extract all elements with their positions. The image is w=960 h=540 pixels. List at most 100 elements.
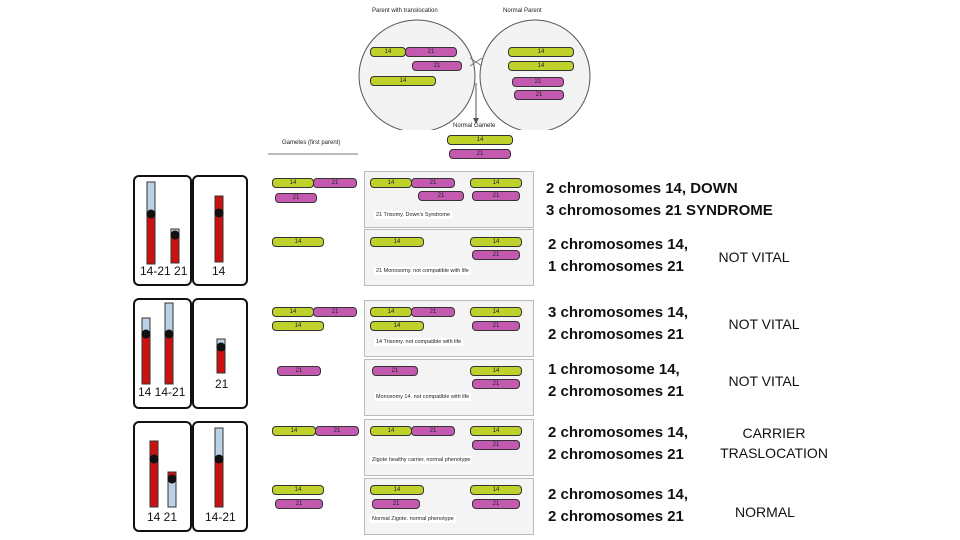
description-line: 2 chromosomes 14, <box>548 424 689 441</box>
chromosome-21: 21 <box>275 193 317 203</box>
chromosome-14: 14 <box>470 237 522 247</box>
karyotype-chromosomes <box>141 302 226 385</box>
chromosome-21: 21 <box>512 77 564 87</box>
parent-translocation-label: Parent with translocation <box>372 8 438 14</box>
chromosome-14: 14 <box>272 426 316 436</box>
chromosome-21: 21 <box>313 307 357 317</box>
chromosome-14: 14 <box>508 61 574 71</box>
normal-gamete-label: Normal Gamete <box>453 123 496 129</box>
chromosome-21: 21 <box>472 321 520 331</box>
outcome-line: NOT VITAL <box>728 373 800 389</box>
chromosome-21: 21 <box>313 178 357 188</box>
chromosome-14: 14 <box>272 321 324 331</box>
chromosome-14: 14 <box>508 47 574 57</box>
row-description: 2 chromosomes 14, 2 chromosomes 21 <box>548 422 688 466</box>
outcome-line: CARRIER <box>742 425 806 441</box>
chromosome-14: 14 <box>370 485 424 495</box>
chromosome-21: 21 <box>411 307 455 317</box>
chromosome-21: 21 <box>405 47 457 57</box>
chromosome-21: 21 <box>472 250 520 260</box>
chromosome-14: 14 <box>470 366 522 376</box>
description-line: 2 chromosomes 21 <box>548 383 684 400</box>
zygote-caption: Zigote healthy carrier. normal phenotype <box>370 456 473 464</box>
description-line: 2 chromosomes 21 <box>548 326 684 343</box>
zygote-caption: Normal Zigote. normal phenotype <box>370 515 456 523</box>
outcome-line: NOT VITAL <box>718 249 790 265</box>
chromosome-14: 14 <box>272 237 324 247</box>
chromosome-21: 21 <box>472 499 520 509</box>
karyotype-label: 14-21 21 <box>140 264 188 278</box>
chromosome-21: 21 <box>411 178 455 188</box>
chromosome-21: 21 <box>372 499 420 509</box>
zygote-caption: 14 Trisomy. not compatible with life <box>374 338 464 346</box>
row-description: 2 chromosomes 14, DOWN 3 chromosomes 21 … <box>546 178 773 222</box>
karyotype-box <box>133 175 192 286</box>
zygote-caption: 21 Monosomy. not compatible with life <box>374 267 471 275</box>
chromosome-14: 14 <box>447 135 513 145</box>
chromosome-14: 14 <box>370 47 406 57</box>
description-line: 1 chromosomes 21 <box>548 258 684 275</box>
row-description: 2 chromosomes 14, 2 chromosomes 21 <box>548 484 688 528</box>
karyotype-label: 14 21 <box>147 510 178 524</box>
karyotype-label: 14-21 <box>205 510 236 524</box>
chromosome-21: 21 <box>472 440 520 450</box>
chromosome-14: 14 <box>470 178 522 188</box>
outcome-line: TRASLOCATION <box>720 445 828 461</box>
chromosome-21: 21 <box>514 90 564 100</box>
chromosome-14: 14 <box>272 307 314 317</box>
zygote-caption: 21 Trisomy. Down's Syndrome <box>374 211 453 219</box>
row-outcome: NOT VITAL <box>710 371 818 391</box>
gametes-label: Gametes (first parent) <box>282 140 341 146</box>
chromosome-21: 21 <box>412 61 462 71</box>
chromosome-14: 14 <box>470 307 522 317</box>
chromosome-14: 14 <box>370 178 412 188</box>
outcome-line: NOT VITAL <box>728 316 800 332</box>
normal-parent-cell <box>479 19 591 130</box>
karyotype-chromosomes <box>146 181 224 265</box>
chromosome-14: 14 <box>272 178 314 188</box>
chromosome-21: 21 <box>277 366 321 376</box>
normal-parent-label: Normal Parent <box>503 8 542 14</box>
chromosome-21: 21 <box>418 191 464 201</box>
chromosome-14: 14 <box>470 426 522 436</box>
karyotype-label: 14 <box>212 264 226 278</box>
translocation-parent-cell <box>358 19 476 130</box>
chromosome-21: 21 <box>449 149 511 159</box>
chromosome-14: 14 <box>370 321 424 331</box>
description-line: 3 chromosomes 14, <box>548 304 689 321</box>
row-outcome: NOT VITAL <box>700 247 808 267</box>
chromosome-14: 14 <box>370 426 412 436</box>
description-line: 1 chromosome 14, <box>548 361 680 378</box>
chromosome-21: 21 <box>472 379 520 389</box>
chromosome-21: 21 <box>372 366 418 376</box>
row-outcome: NORMAL <box>711 502 819 522</box>
row-description: 3 chromosomes 14, 2 chromosomes 21 <box>548 302 688 346</box>
chromosome-14: 14 <box>470 485 522 495</box>
chromosome-21: 21 <box>275 499 323 509</box>
row-outcome: NOT VITAL <box>710 314 818 334</box>
row-description: 1 chromosome 14, 2 chromosomes 21 <box>548 359 684 403</box>
description-line: 3 chromosomes 21 SYNDROME <box>546 202 773 219</box>
zygote-caption: Monosomy 14. not compatible with life <box>374 393 472 401</box>
karyotype-chromosomes <box>149 427 224 508</box>
karyotype-label: 21 <box>215 377 229 391</box>
chromosome-14: 14 <box>272 485 324 495</box>
chromosome-14: 14 <box>370 237 424 247</box>
row-description: 2 chromosomes 14, 1 chromosomes 21 <box>548 234 688 278</box>
chromosome-21: 21 <box>472 191 520 201</box>
karyotype-label: 14 14-21 <box>138 385 186 399</box>
chromosome-14: 14 <box>370 307 412 317</box>
karyotype-box <box>192 175 248 286</box>
chromosome-21: 21 <box>315 426 359 436</box>
chromosome-14: 14 <box>370 76 436 86</box>
description-line: 2 chromosomes 14, <box>548 236 689 253</box>
chromosome-21: 21 <box>411 426 455 436</box>
outcome-line: NORMAL <box>735 504 795 520</box>
description-line: 2 chromosomes 14, DOWN <box>546 180 738 197</box>
description-line: 2 chromosomes 21 <box>548 446 684 463</box>
description-line: 2 chromosomes 14, <box>548 486 689 503</box>
row-outcome: CARRIER TRASLOCATION <box>708 423 840 463</box>
gametes-bracket <box>268 153 358 155</box>
description-line: 2 chromosomes 21 <box>548 508 684 525</box>
parents-cross-diagram <box>358 19 591 130</box>
